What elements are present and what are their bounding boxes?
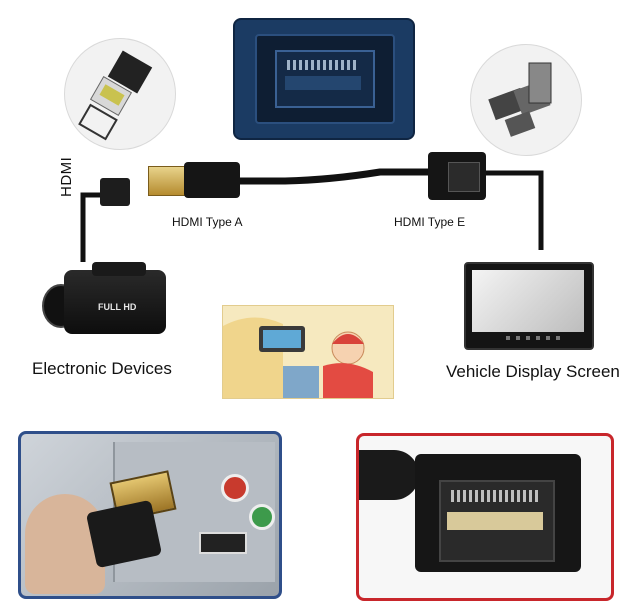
device-cable	[80, 192, 100, 262]
camcorder-badge: FULL HD	[98, 302, 137, 312]
hdmi-plug-photo	[18, 431, 282, 599]
type-a-label: HDMI Type A	[172, 215, 243, 229]
rca-port-red	[221, 474, 249, 502]
mini-hdmi-plug	[100, 178, 130, 206]
rca-port-green	[249, 504, 275, 530]
main-cable	[238, 168, 432, 185]
hdmi-vertical-label: HDMI	[58, 156, 75, 197]
hdmi-port-slot	[199, 532, 247, 554]
type-e-label: HDMI Type E	[394, 215, 466, 229]
cable-end	[359, 450, 419, 500]
connector-tongue	[447, 512, 543, 530]
electronic-devices-label: Electronic Devices	[32, 359, 172, 378]
camcorder-body	[64, 270, 166, 334]
car-cartoon-illustration	[222, 305, 394, 399]
type-a-connector-illustration	[78, 50, 153, 141]
type-a-connector-circle	[64, 38, 176, 150]
type-e-connector-circle	[470, 44, 582, 156]
vehicle-display-label: Vehicle Display Screen	[446, 362, 620, 381]
port-pins	[287, 60, 359, 70]
type-a-plug-metal	[148, 166, 186, 196]
type-e-connector-photo	[356, 433, 614, 601]
type-e-connector-illustration	[488, 62, 552, 137]
camcorder-handle	[92, 262, 146, 276]
monitor-screen	[472, 270, 584, 332]
type-a-plug-body	[184, 162, 240, 198]
vehicle-monitor-icon	[464, 262, 594, 350]
cartoon-scene	[223, 306, 393, 398]
camcorder-icon: FULL HD	[42, 262, 168, 336]
connector-pins	[451, 490, 539, 502]
port-tongue	[285, 76, 361, 90]
type-e-plug-face	[448, 162, 480, 192]
type-e-port-closeup	[233, 18, 415, 140]
monitor-cable	[482, 170, 544, 250]
monitor-buttons	[506, 336, 566, 340]
